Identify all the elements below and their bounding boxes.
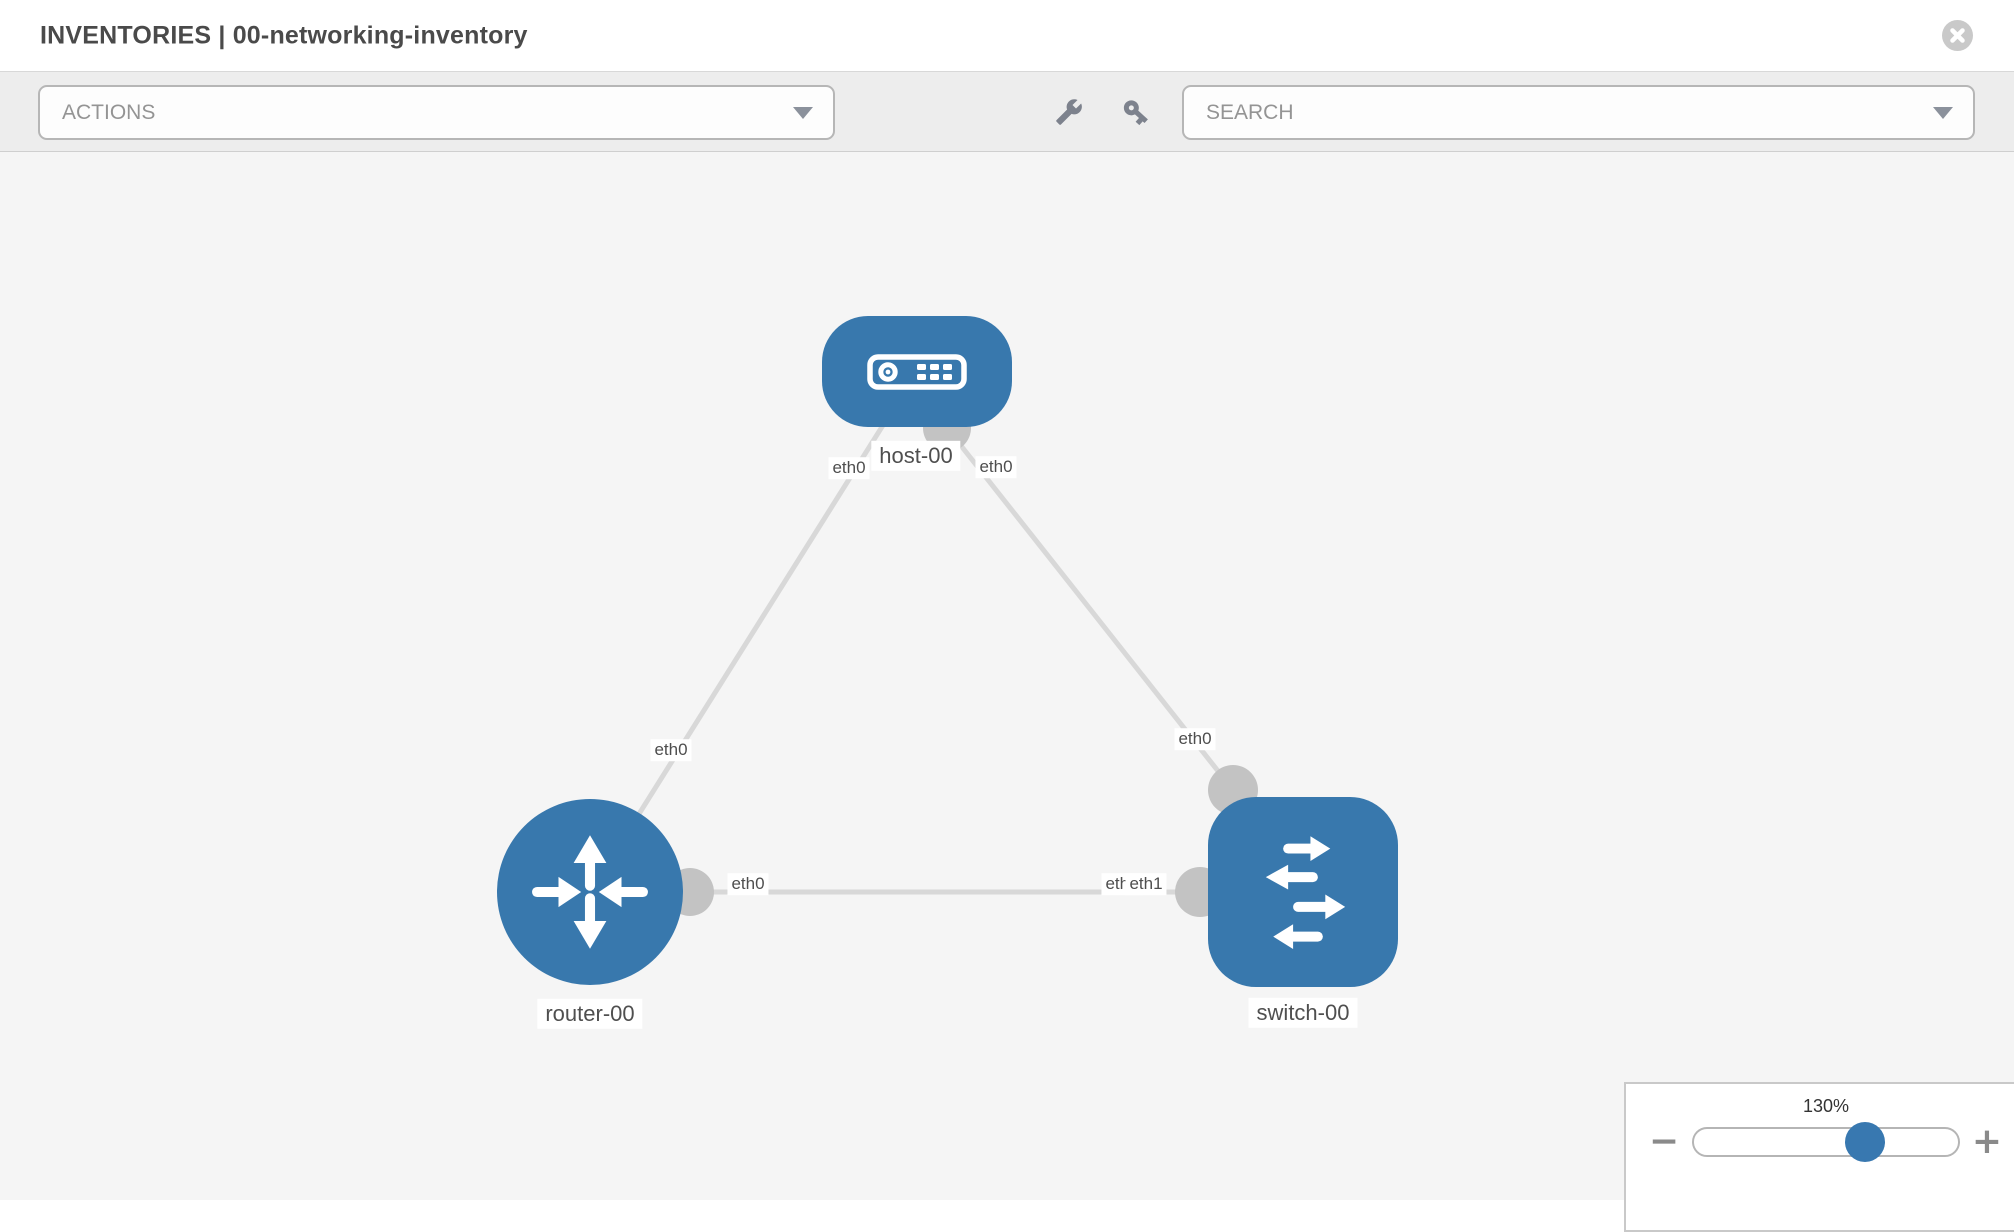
header-bar: INVENTORIES | 00-networking-inventory — [0, 0, 2014, 72]
node-switch-00[interactable] — [1208, 797, 1398, 987]
interface-label: eth0 — [975, 456, 1017, 478]
zoom-slider-track[interactable] — [1692, 1127, 1960, 1157]
toolbar: ACTIONS SEARCH — [0, 72, 2014, 152]
node-host-00[interactable] — [822, 316, 1012, 427]
chevron-down-icon — [793, 106, 813, 119]
topology-canvas[interactable]: host-00 router-00 switch-00 eth0 eth0 eth0 eth… — [0, 152, 2014, 1200]
server-icon — [867, 353, 967, 390]
zoom-out-button[interactable]: − — [1648, 1121, 1680, 1162]
node-router-00[interactable] — [497, 799, 683, 985]
wrench-button[interactable] — [1052, 95, 1086, 129]
zoom-slider-knob[interactable] — [1845, 1122, 1885, 1162]
close-button[interactable] — [1942, 20, 1973, 51]
search-dropdown-label: SEARCH — [1206, 101, 1294, 124]
switch-arrows-icon — [1241, 830, 1365, 954]
page-title: INVENTORIES | 00-networking-inventory — [40, 21, 528, 49]
node-label-router-00: router-00 — [537, 998, 643, 1030]
topology-links-layer — [587, 369, 1303, 917]
interface-label: eth0 — [1174, 728, 1216, 750]
close-icon — [1949, 27, 1966, 44]
wrench-icon — [1055, 98, 1083, 126]
node-label-host-00: host-00 — [871, 440, 961, 472]
interface-label: eth0 — [828, 457, 870, 479]
interface-label: eth0 — [727, 873, 769, 895]
key-button[interactable] — [1119, 95, 1153, 129]
interface-label: eth0 — [650, 739, 692, 761]
node-label-switch-00: switch-00 — [1248, 997, 1358, 1029]
actions-dropdown-label: ACTIONS — [62, 101, 156, 124]
interface-label: eth1 — [1125, 873, 1167, 895]
zoom-control-panel: 130% − + — [1624, 1082, 2014, 1232]
zoom-in-button[interactable]: + — [1971, 1121, 2003, 1162]
chevron-down-icon — [1933, 106, 1953, 119]
router-arrows-icon — [527, 829, 653, 955]
zoom-level-label: 130% — [1802, 1096, 1850, 1116]
key-icon — [1121, 97, 1151, 127]
search-dropdown[interactable]: SEARCH — [1182, 85, 1975, 140]
actions-dropdown[interactable]: ACTIONS — [38, 85, 835, 140]
